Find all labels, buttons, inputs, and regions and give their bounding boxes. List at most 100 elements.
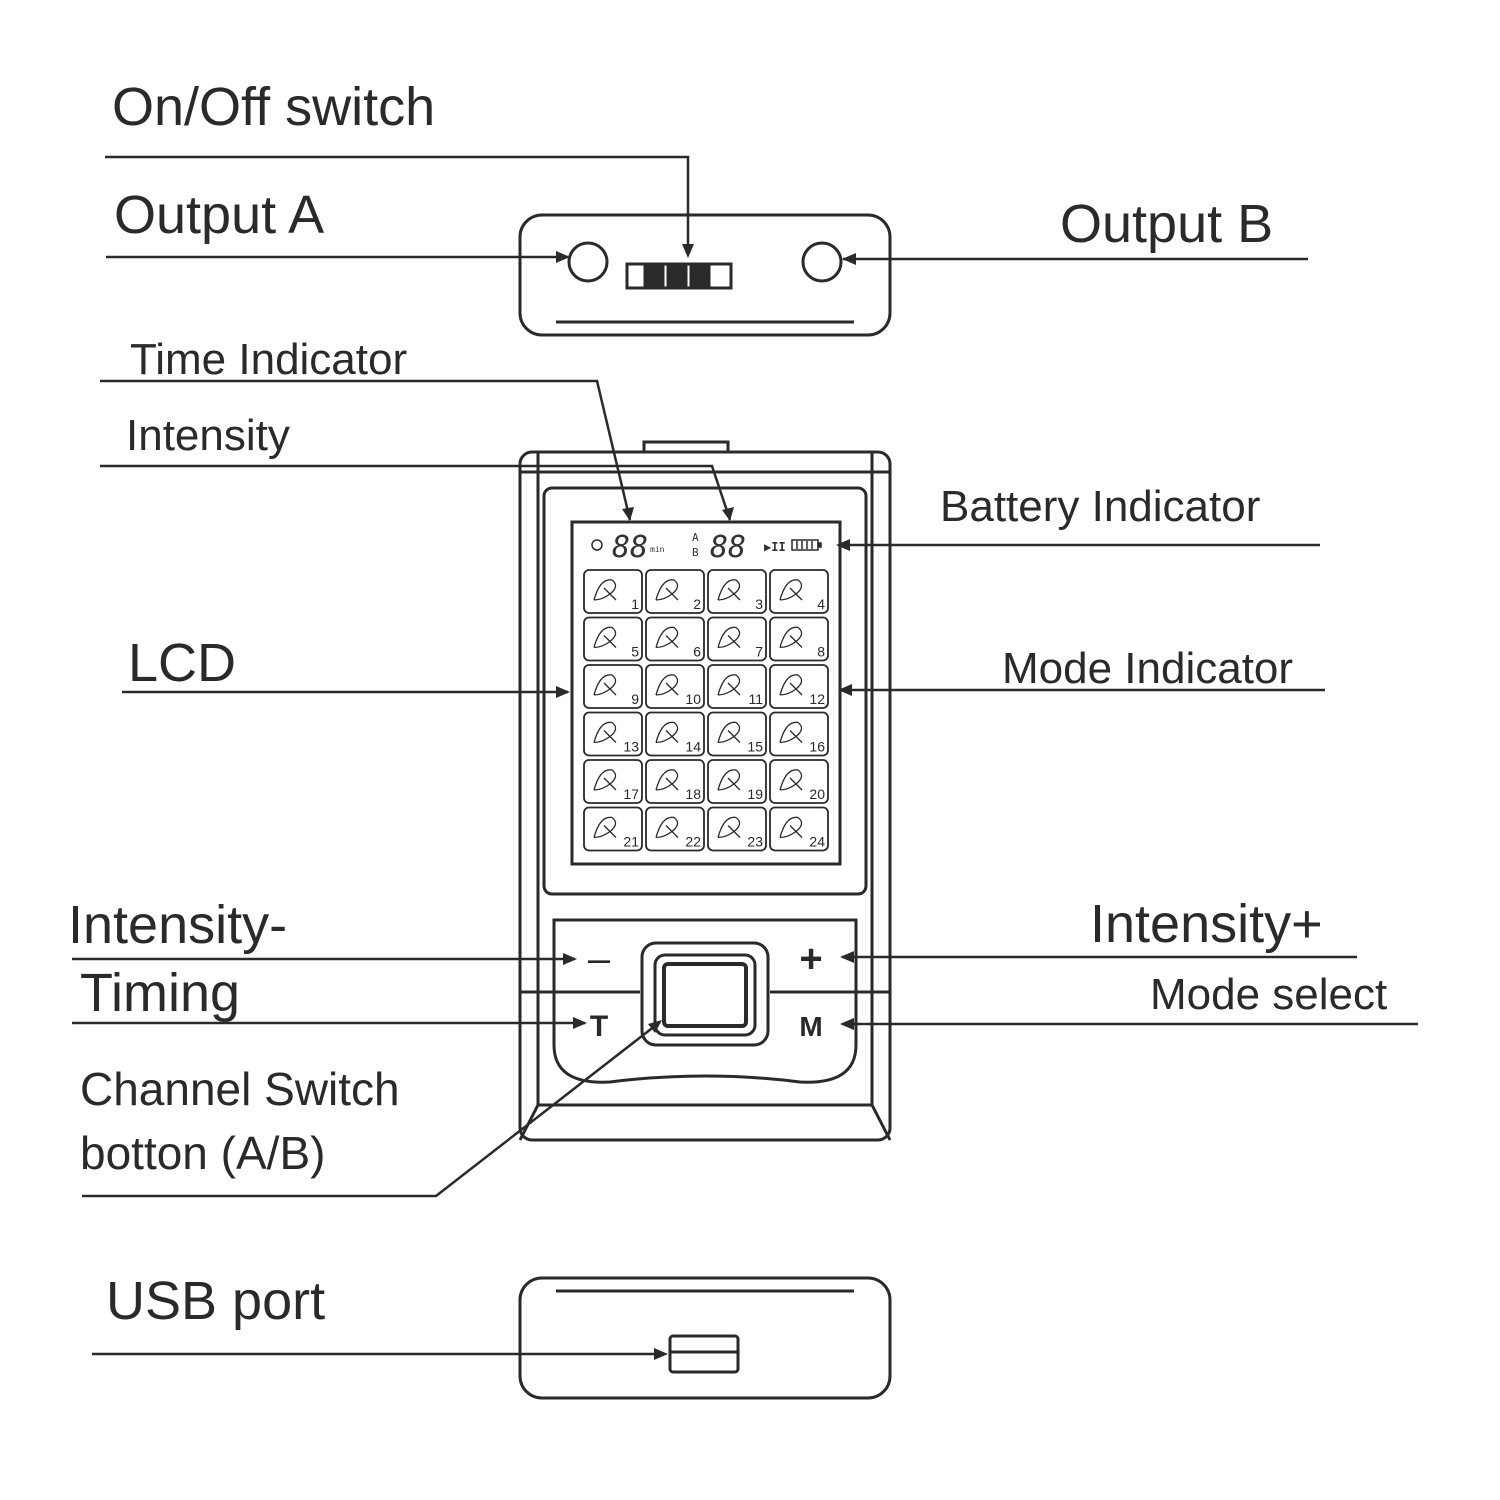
mode-icon-16: 16	[769, 711, 829, 757]
mode-icon-13: 13	[583, 711, 643, 757]
arrow-output-b	[842, 253, 856, 265]
mode-number: 1	[631, 596, 639, 612]
timing-key[interactable]: T	[590, 1010, 608, 1043]
arrow-usb	[654, 1348, 668, 1360]
label-mode-indicator: Mode Indicator	[1002, 644, 1294, 693]
mode-icon-12: 12	[769, 664, 829, 709]
mode-number: 14	[685, 739, 701, 755]
arrow-time	[622, 507, 634, 521]
usb-port[interactable]	[668, 1334, 740, 1374]
mode-icon-21: 21	[583, 806, 643, 852]
play-pause-icon: ▶II	[764, 540, 786, 554]
mode-icon-5: 5	[583, 616, 643, 662]
mode-icon-17: 17	[583, 759, 643, 804]
label-output-b: Output B	[1060, 194, 1274, 254]
mode-number: 11	[748, 691, 763, 707]
mode-icon-18: 18	[645, 759, 705, 804]
mode-icon-2: 2	[645, 569, 705, 614]
battery-icon	[791, 539, 822, 551]
arrow-channel-switch	[648, 1020, 662, 1033]
label-intensity-minus: Intensity-	[68, 895, 288, 955]
mode-number: 10	[685, 691, 701, 707]
arrow-timing	[573, 1017, 587, 1029]
mode-icon-15: 15	[707, 711, 767, 757]
bottom-view-body	[518, 1276, 892, 1400]
label-intensity: Intensity	[126, 411, 290, 460]
plus-key[interactable]: +	[799, 937, 822, 981]
mode-number: 13	[623, 739, 639, 755]
channel-a-mark: A	[692, 531, 699, 544]
channel-switch-button[interactable]	[640, 941, 770, 1047]
mode-number: 12	[809, 691, 825, 707]
label-channel-switch-line2: botton (A/B)	[80, 1127, 326, 1179]
top-view-body	[518, 213, 892, 337]
body-bottom-bevel	[518, 1103, 892, 1141]
mode-icon-1: 1	[583, 569, 643, 614]
mode-icon-23: 23	[707, 806, 767, 852]
time-digits: 88	[612, 530, 648, 565]
top-switch-bump	[642, 440, 730, 452]
time-unit: min	[650, 545, 665, 554]
mode-number: 18	[685, 786, 701, 802]
leader-channel-switch	[82, 1021, 661, 1198]
mode-icon-20: 20	[769, 759, 829, 804]
lcd-screen	[570, 520, 842, 866]
arrow-lcd	[556, 686, 570, 698]
mode-number: 16	[809, 739, 825, 755]
mode-number: 8	[817, 644, 825, 660]
leader-on-off	[105, 155, 690, 255]
on-off-switch[interactable]	[625, 262, 733, 290]
mode-icon-6: 6	[645, 616, 705, 662]
mode-icon-3: 3	[707, 569, 767, 614]
mode-icon-4: 4	[769, 569, 829, 614]
mode-number: 21	[623, 834, 639, 850]
mode-number: 17	[623, 786, 639, 802]
leader-time	[100, 379, 632, 521]
arrow-intensity-plus	[840, 951, 854, 963]
mode-icon-24: 24	[769, 806, 829, 852]
label-lcd: LCD	[128, 633, 237, 693]
arrow-intensity-minus	[563, 953, 577, 965]
mode-number: 23	[747, 834, 763, 850]
mode-number: 19	[747, 786, 763, 802]
mode-number: 20	[809, 786, 825, 802]
mode-number: 5	[631, 644, 639, 660]
mode-icon-11: 11	[707, 664, 767, 709]
label-channel-switch-line1: Channel Switch	[80, 1063, 400, 1115]
arrow-battery	[836, 539, 850, 551]
mode-icon-10: 10	[645, 664, 705, 709]
device-body	[518, 450, 892, 1142]
mode-key[interactable]: M	[799, 1011, 822, 1042]
label-battery-indicator: Battery Indicator	[940, 482, 1261, 531]
label-mode-select: Mode select	[1150, 970, 1388, 1019]
arrow-mode-select	[840, 1018, 854, 1030]
mode-number: 24	[809, 834, 825, 850]
mode-icon-14: 14	[645, 711, 705, 757]
mode-number: 7	[755, 644, 763, 660]
mode-number: 3	[755, 596, 763, 612]
arrow-mode	[838, 684, 852, 696]
mode-icon-9: 9	[583, 664, 643, 709]
label-output-a: Output A	[114, 185, 325, 245]
arrow-intensity	[722, 507, 734, 521]
arrow-output-a	[556, 251, 570, 263]
output-a-jack[interactable]	[567, 241, 609, 283]
label-time-indicator: Time Indicator	[130, 335, 408, 384]
label-on-off-switch: On/Off switch	[112, 77, 436, 137]
leader-intensity	[100, 464, 732, 521]
timer-icon	[591, 539, 603, 551]
mode-number: 9	[631, 691, 639, 707]
mode-icon-22: 22	[645, 806, 705, 852]
mode-number: 2	[693, 596, 701, 612]
arrow-on-off	[682, 244, 694, 258]
mode-number: 4	[817, 596, 825, 612]
keypad-panel	[552, 918, 858, 1084]
intensity-digits: 88	[710, 530, 746, 565]
label-intensity-plus: Intensity+	[1090, 894, 1323, 954]
mode-icon-7: 7	[707, 616, 767, 662]
label-timing: Timing	[80, 963, 241, 1023]
mode-icon-8: 8	[769, 616, 829, 662]
output-b-jack[interactable]	[801, 241, 843, 283]
minus-key[interactable]: –	[588, 937, 611, 981]
